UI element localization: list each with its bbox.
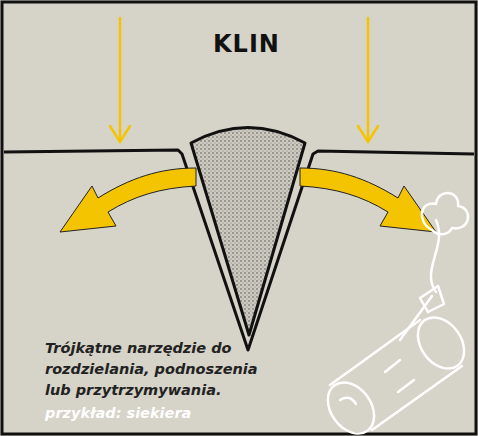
definition-text: Trójkątne narzędzie do rozdzielania, pod… [45,338,285,401]
split-arrows [60,168,436,232]
wedge-shape [191,128,305,336]
force-arrows [110,18,378,142]
example-text: przykład: siekiera [45,403,191,424]
diagram-title: KLIN [213,30,280,58]
axe-log-sketch [318,193,473,436]
